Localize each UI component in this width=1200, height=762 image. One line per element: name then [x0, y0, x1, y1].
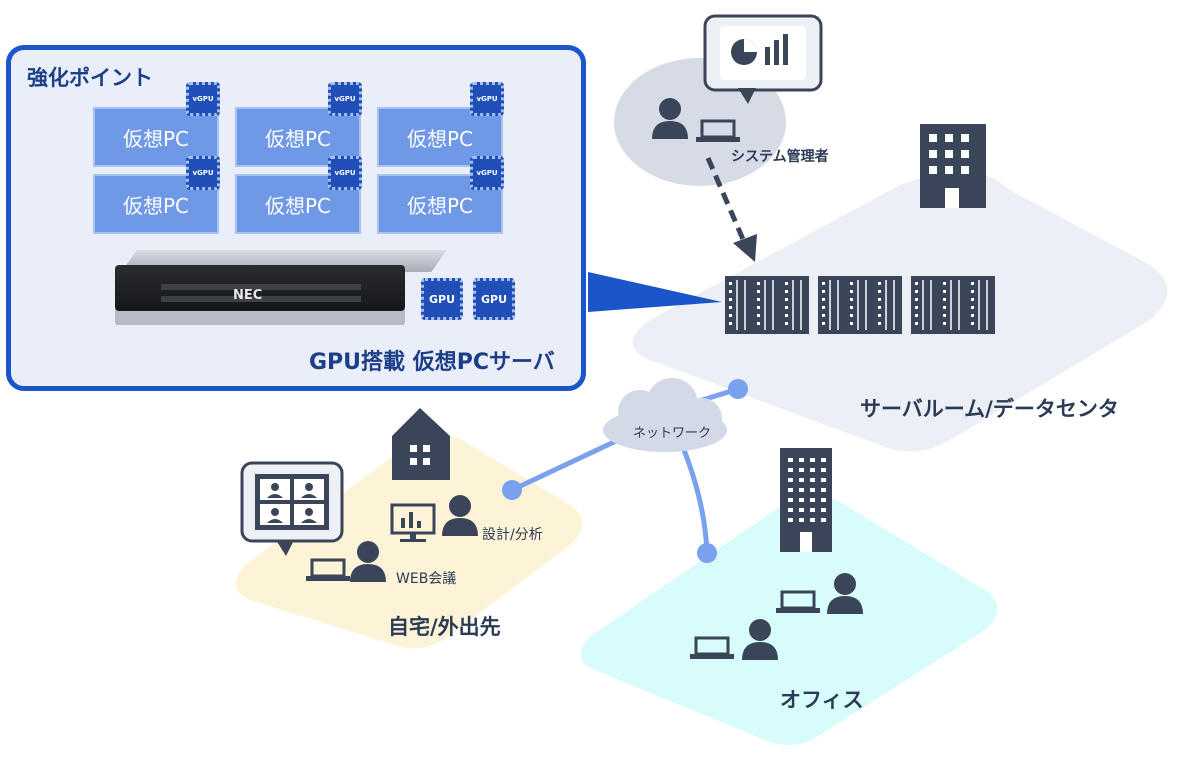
cloud-icon: [603, 378, 727, 452]
gpu-chip-icon: GPU: [421, 278, 463, 320]
network-label: ネットワーク: [633, 426, 712, 441]
vgpu-chip-icon: vGPU: [328, 82, 362, 116]
datacenter-building-icon: [920, 124, 986, 208]
server-room-label: サーバルーム/データセンタ: [860, 397, 1119, 421]
server-chassis: [115, 265, 405, 325]
admin-connection-arrow: [705, 157, 748, 245]
design-label: 設計/分析: [482, 527, 543, 543]
office-label: オフィス: [780, 688, 864, 712]
vgpu-chip-icon: vGPU: [470, 82, 504, 116]
video-meeting-bubble-icon: [240, 461, 344, 556]
admin-label: システム管理者: [731, 149, 829, 165]
vgpu-chip-icon: vGPU: [328, 156, 362, 190]
panel-pointer: [588, 272, 722, 312]
server-logo: NEC: [233, 288, 263, 303]
server-bay: [161, 284, 361, 290]
office-zone: [580, 494, 998, 745]
server-racks-icon: [724, 275, 996, 335]
home-label: 自宅/外出先: [388, 615, 501, 639]
chart-bubble-icon: [703, 14, 823, 104]
admin-arrow-head: [733, 234, 757, 262]
monitor-icon: [390, 503, 436, 542]
network-node-home: [502, 480, 522, 500]
vgpu-chip-icon: vGPU: [470, 156, 504, 190]
web-meeting-label: WEB会議: [396, 571, 457, 587]
vgpu-chip-icon: vGPU: [186, 156, 220, 190]
house-icon: [392, 408, 450, 480]
gpu-chip-icon: GPU: [473, 278, 515, 320]
virtual-pc-tile: 仮想PC: [93, 174, 219, 234]
panel-caption: GPU搭載 仮想PCサーバ: [309, 350, 555, 375]
network-node-office: [697, 543, 717, 563]
panel-title: 強化ポイント: [27, 66, 153, 90]
feature-panel: 強化ポイント 仮想PC 仮想PC 仮想PC 仮想PC 仮想PC 仮想PC vGP…: [6, 45, 586, 391]
vgpu-chip-icon: vGPU: [186, 82, 220, 116]
network-node-server: [728, 379, 748, 399]
server-bay: [161, 296, 361, 302]
virtual-pc-tile: 仮想PC: [377, 107, 503, 167]
office-building-icon: [780, 448, 832, 552]
